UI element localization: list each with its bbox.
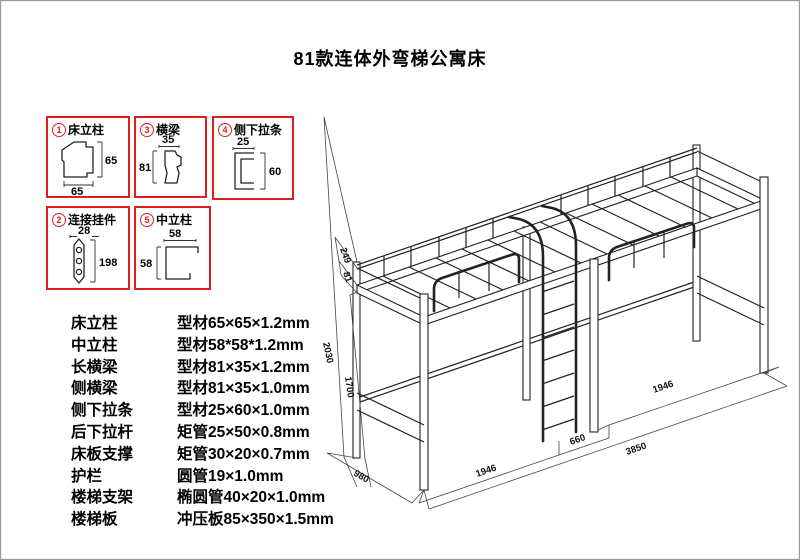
circled-number-icon: 3 xyxy=(140,122,154,137)
front-middle-post xyxy=(589,258,599,433)
detail-box-connector: 2 连接挂件 28 198 xyxy=(46,206,130,290)
spec-name: 楼梯支架 xyxy=(71,489,134,507)
detail-box-label: 中立柱 xyxy=(156,213,193,227)
spec-name: 后下拉杆 xyxy=(71,423,134,441)
dimension-lines: 2030 1700 249 81 980 1946 660 1946 3850 xyxy=(320,116,788,510)
page-title: 81款连体外弯梯公寓床 xyxy=(293,49,487,69)
spec-name: 侧横梁 xyxy=(71,380,118,398)
dim-top: 25 xyxy=(237,136,249,148)
dim-left: 58 xyxy=(140,258,152,270)
spec-name: 护栏 xyxy=(71,467,103,485)
dim-length-total: 3850 xyxy=(624,441,648,458)
spec-value: 矩管25×50×0.8mm xyxy=(177,423,310,441)
spec-name: 床立柱 xyxy=(71,315,118,332)
middle-post-profile-diagram: 58 58 xyxy=(140,228,199,280)
spec-value: 型材25×60×1.0mm xyxy=(177,402,310,420)
detail-box-header: 2 连接挂件 xyxy=(52,211,116,228)
detail-box-label: 连接挂件 xyxy=(68,213,117,227)
dim-top: 28 xyxy=(78,225,90,237)
front-guardrail-left-bay xyxy=(432,252,521,313)
spec-value: 矩管30×20×0.7mm xyxy=(177,445,310,463)
dim-height-under: 1700 xyxy=(342,376,356,398)
front-left-post xyxy=(419,293,429,491)
detail-box-label: 横梁 xyxy=(156,123,181,137)
detail-box-crossbeam: 3 横梁 35 81 xyxy=(134,116,207,198)
detail-box-header: 3 横梁 xyxy=(140,121,180,138)
ladder xyxy=(507,204,578,443)
detail-box-label: 侧下拉条 xyxy=(234,123,283,137)
dim-right: 65 xyxy=(105,155,117,167)
front-right-post xyxy=(759,176,769,374)
spec-value: 型材81×35×1.2mm xyxy=(177,358,310,376)
spec-value: 冲压板85×350×1.5mm xyxy=(177,511,334,529)
dim-rail-height: 249 xyxy=(337,246,353,265)
spec-name: 侧下拉条 xyxy=(71,402,134,420)
spec-value: 型材65×65×1.2mm xyxy=(177,315,310,332)
back-guardrail xyxy=(356,147,698,276)
end-top-rails xyxy=(356,150,765,301)
spec-name: 中立柱 xyxy=(71,336,118,354)
ladder-left-rail xyxy=(507,215,545,443)
deck-slats xyxy=(382,176,739,309)
spec-value: 圆管19×1.0mm xyxy=(177,467,284,485)
circled-number-icon: 1 xyxy=(52,122,66,137)
dim-beam-height: 81 xyxy=(340,270,354,284)
circled-number-icon: 2 xyxy=(52,212,66,227)
bed-post-profile-diagram: 65 65 xyxy=(61,141,117,196)
detail-box-bed-post: 1 床立柱 65 65 xyxy=(46,116,130,198)
left-end-lower-rails xyxy=(356,392,425,443)
detail-box-middle-post: 5 中立柱 58 58 xyxy=(134,206,211,290)
dim-bottom: 65 xyxy=(71,186,83,196)
detail-box-header: 4 侧下拉条 xyxy=(218,121,282,138)
dim-height-total: 2030 xyxy=(320,341,335,364)
front-guardrail-right-bay xyxy=(607,221,696,282)
ladder-steps xyxy=(541,280,575,431)
isometric-bed-drawing: 2030 1700 249 81 980 1946 660 1946 3850 xyxy=(320,116,788,510)
spec-name: 床板支撑 xyxy=(71,445,134,463)
spec-value: 型材81×35×1.0mm xyxy=(177,380,310,398)
detail-box-header: 1 床立柱 xyxy=(52,121,104,138)
spec-name: 长横梁 xyxy=(71,358,118,376)
detail-box-side-tie: 4 侧下拉条 25 60 xyxy=(212,116,294,200)
spec-value: 椭圆管40×20×1.0mm xyxy=(177,489,326,507)
connector-profile-diagram: 28 198 xyxy=(69,225,117,284)
spec-name: 楼梯板 xyxy=(71,511,118,529)
detail-box-header: 5 中立柱 xyxy=(140,211,192,228)
dim-bay-right: 1946 xyxy=(651,379,675,396)
circled-number-icon: 5 xyxy=(140,212,154,227)
dim-right: 198 xyxy=(99,257,117,269)
crossbeam-profile-diagram: 35 81 xyxy=(139,134,182,184)
dim-ladder-offset: 660 xyxy=(568,432,587,448)
spec-value: 型材58*58*1.2mm xyxy=(177,336,304,354)
dim-top: 58 xyxy=(169,228,181,240)
right-end-lower-rails xyxy=(696,275,765,326)
dim-left: 81 xyxy=(139,162,151,174)
circled-number-icon: 4 xyxy=(218,122,232,137)
detail-box-label: 床立柱 xyxy=(68,123,105,137)
dim-right: 60 xyxy=(269,166,281,178)
ladder-right-rail xyxy=(540,204,578,434)
spec-table: 床立柱型材65×65×1.2mm 中立柱型材58*58*1.2mm 长横梁型材8… xyxy=(71,313,334,531)
upper-deck-frame xyxy=(356,167,765,326)
side-tie-profile-diagram: 25 60 xyxy=(232,136,281,190)
back-middle-post xyxy=(522,226,531,401)
dim-top: 35 xyxy=(162,134,174,146)
